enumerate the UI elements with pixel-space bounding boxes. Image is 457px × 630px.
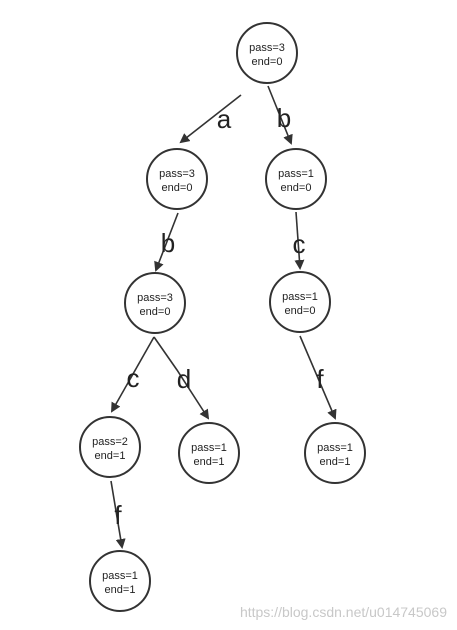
edge-label: f <box>114 500 122 530</box>
node-circle <box>269 271 331 333</box>
node-pass-label: pass=1 <box>317 442 353 454</box>
node-circle <box>178 422 240 484</box>
node-end-label: end=0 <box>140 306 171 318</box>
edge-label: b <box>161 228 175 258</box>
node-pass-label: pass=3 <box>159 168 195 180</box>
edge-b-bc: c <box>293 211 306 270</box>
node-circle <box>236 22 298 84</box>
node-end-label: end=1 <box>194 456 225 468</box>
node-end-label: end=1 <box>320 456 351 468</box>
edge-arrow <box>154 212 179 272</box>
edge-ab-abc: c <box>111 336 155 413</box>
node-circle <box>124 272 186 334</box>
nodes-layer: pass=3 end=0 pass=3 end=0 pass=1 end=0 pass=3 e… <box>79 22 366 612</box>
edge-arrow <box>110 480 126 549</box>
edge-label: a <box>217 104 232 134</box>
node-pass-label: pass=2 <box>92 436 128 448</box>
node-circle <box>89 550 151 612</box>
trie-node-ab: pass=3 end=0 <box>124 272 186 334</box>
trie-node-bc: pass=1 end=0 <box>269 271 331 333</box>
watermark-text: https://blog.csdn.net/u014745069 <box>239 604 447 620</box>
edge-a-ab: b <box>154 212 179 272</box>
node-end-label: end=1 <box>105 584 136 596</box>
node-end-label: end=0 <box>252 56 283 68</box>
node-end-label: end=0 <box>285 305 316 317</box>
edge-label: c <box>293 229 306 259</box>
node-circle <box>265 148 327 210</box>
edge-bc-bcf: f <box>299 335 337 420</box>
trie-node-root: pass=3 end=0 <box>236 22 298 84</box>
edge-label: d <box>177 364 191 394</box>
edge-label: b <box>277 103 291 133</box>
trie-node-abc: pass=2 end=1 <box>79 416 141 478</box>
trie-node-bcf: pass=1 end=1 <box>304 422 366 484</box>
trie-node-a: pass=3 end=0 <box>146 148 208 210</box>
trie-node-abcf: pass=1 end=1 <box>89 550 151 612</box>
edge-arrow <box>111 336 155 413</box>
node-pass-label: pass=1 <box>102 570 138 582</box>
edge-arrow <box>153 336 210 420</box>
edge-label: c <box>127 363 140 393</box>
edge-root-a: a <box>179 94 242 144</box>
edge-arrow <box>299 335 337 420</box>
node-circle <box>79 416 141 478</box>
edge-root-b: b <box>267 85 293 145</box>
node-end-label: end=1 <box>95 450 126 462</box>
node-circle <box>304 422 366 484</box>
edge-ab-abd: d <box>153 336 210 420</box>
trie-node-abd: pass=1 end=1 <box>178 422 240 484</box>
edges-layer: a b b c c d f f <box>110 85 337 549</box>
edge-label: f <box>316 364 324 394</box>
edge-arrow <box>179 94 242 144</box>
node-pass-label: pass=1 <box>282 291 318 303</box>
edge-arrow <box>267 85 293 145</box>
node-pass-label: pass=3 <box>137 292 173 304</box>
node-end-label: end=0 <box>162 182 193 194</box>
node-circle <box>146 148 208 210</box>
node-end-label: end=0 <box>281 182 312 194</box>
node-pass-label: pass=1 <box>278 168 314 180</box>
node-pass-label: pass=3 <box>249 42 285 54</box>
trie-node-b: pass=1 end=0 <box>265 148 327 210</box>
node-pass-label: pass=1 <box>191 442 227 454</box>
edge-abc-abcf: f <box>110 480 126 549</box>
edge-arrow <box>294 211 305 270</box>
